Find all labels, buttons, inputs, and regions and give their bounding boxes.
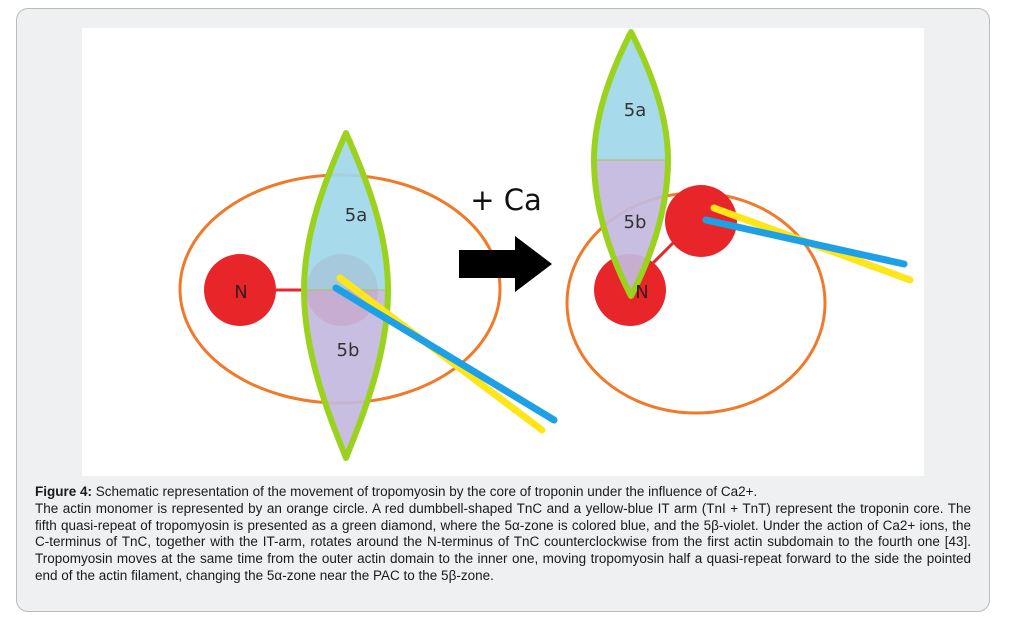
caption-title-line: Figure 4: Schematic representation of th… (35, 484, 971, 501)
transition-arrow (459, 236, 552, 292)
figure-caption: Figure 4: Schematic representation of th… (35, 484, 971, 585)
tropomyosin-diamond (301, 130, 391, 461)
zone-5b (304, 290, 388, 458)
zone-5b-label: 5b (337, 340, 360, 361)
tnc-c-lobe (665, 185, 737, 257)
figure-label: Figure 4: (35, 484, 93, 499)
zone-5a-label: 5a (345, 205, 367, 226)
zone-5a (304, 133, 388, 290)
caption-title: Schematic representation of the movement… (95, 484, 758, 499)
zone-5b (594, 160, 668, 296)
figure-panel: N 5a 5b + Ca (82, 28, 924, 476)
tnc-n-label: N (234, 282, 247, 303)
diagram: N 5a 5b + Ca (178, 29, 914, 461)
before-state: N 5a 5b (178, 130, 558, 461)
it-arm-blue (702, 216, 908, 268)
it-arm-blue (332, 284, 558, 424)
calcium-label: + Ca (470, 183, 542, 217)
zone-5a-label: 5a (624, 100, 646, 121)
caption-body: The actin monomer is represented by an o… (35, 500, 971, 583)
tropomyosin-diamond (591, 29, 671, 299)
tnc-n-label: N (635, 282, 648, 303)
zone-5a (594, 32, 668, 160)
zone-5b-label: 5b (624, 212, 647, 233)
after-state: N 5a 5b (565, 29, 914, 415)
tnc-n-lobe (204, 254, 276, 326)
